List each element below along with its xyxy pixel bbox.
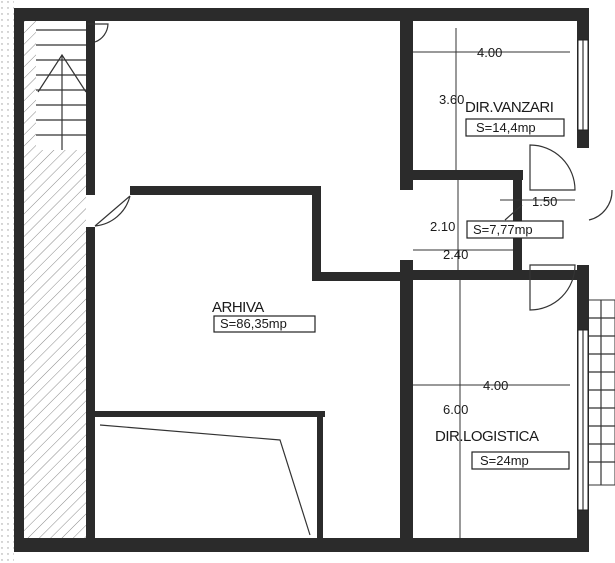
doors [86, 23, 613, 536]
hall-width-dim: 1.50 [532, 194, 557, 209]
logistica-area-box [471, 451, 570, 470]
arhiva-area-box [213, 315, 316, 333]
room-dir-vanzari: 4.00 3.60 DIR.VANZARI S=14,4mp [439, 45, 565, 137]
left-stair-strip [0, 0, 88, 563]
stairs-right [587, 299, 615, 486]
stairs-left [36, 29, 88, 150]
arhiva-name: ARHIVA [212, 299, 264, 316]
room-dir-logistica: 4.00 6.00 DIR.LOGISTICA S=24mp [435, 378, 570, 470]
vanzari-area: S=14,4mp [476, 120, 536, 135]
room-arhiva: ARHIVA S=86,35mp [212, 299, 316, 333]
logistica-name: DIR.LOGISTICA [435, 428, 539, 445]
vanzari-name: DIR.VANZARI [465, 99, 553, 116]
vanzari-depth-dim: 3.60 [439, 92, 464, 107]
logistica-depth-dim: 6.00 [443, 402, 468, 417]
logistica-area: S=24mp [480, 453, 529, 468]
hall-area: S=7,77mp [473, 222, 533, 237]
room-hall: 1.50 2.10 S=7,77mp 2.40 [430, 194, 564, 262]
arhiva-area: S=86,35mp [220, 316, 287, 331]
hall-inner-dim: 2.40 [443, 247, 468, 262]
dimension-lines [413, 28, 575, 538]
hall-depth-dim: 2.10 [430, 219, 455, 234]
hall-area-box [466, 220, 564, 239]
vanzari-area-box [465, 118, 565, 137]
vanzari-width-dim: 4.00 [477, 45, 502, 60]
windows [577, 39, 589, 511]
logistica-width-dim: 4.00 [483, 378, 508, 393]
